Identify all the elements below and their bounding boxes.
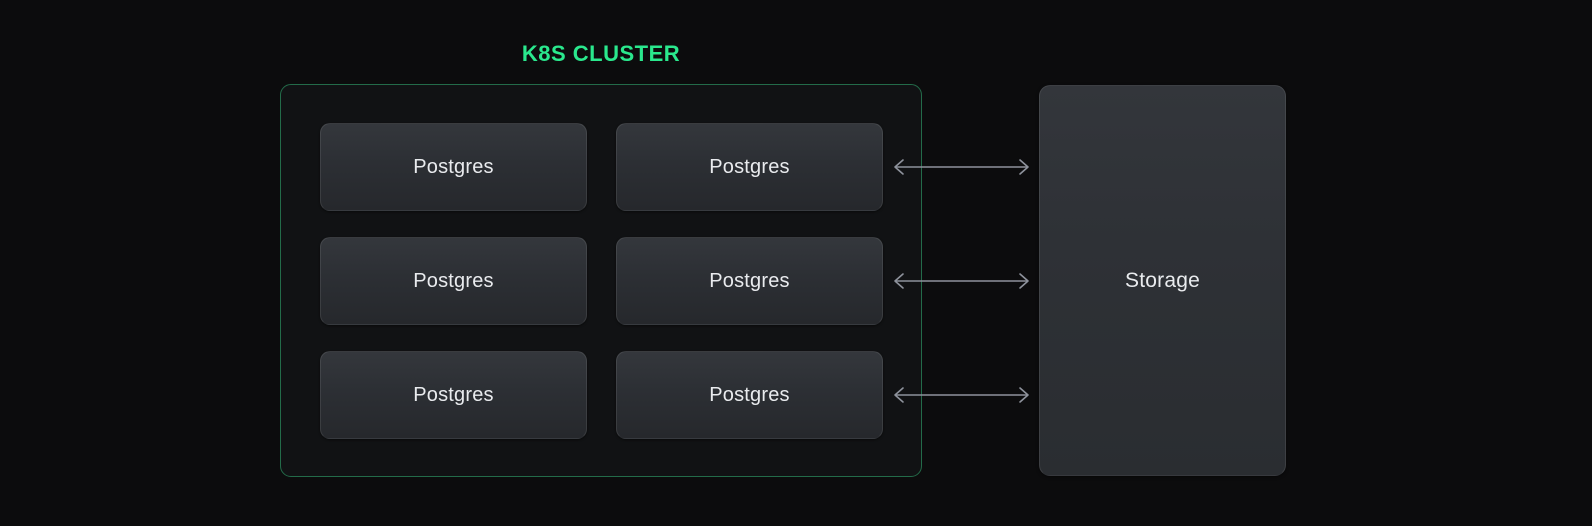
postgres-node[interactable]: Postgres [616, 123, 883, 211]
bidirectional-arrow-icon [889, 155, 1034, 179]
postgres-node[interactable]: Postgres [616, 351, 883, 439]
postgres-node[interactable]: Postgres [320, 237, 587, 325]
cluster-title: K8S CLUSTER [521, 41, 681, 66]
postgres-node-label: Postgres [413, 156, 494, 178]
postgres-node-label: Postgres [413, 270, 494, 292]
bidirectional-arrow-icon [889, 269, 1034, 293]
bidirectional-arrow-icon [889, 383, 1034, 407]
postgres-node-label: Postgres [709, 270, 790, 292]
postgres-node-label: Postgres [413, 384, 494, 406]
postgres-node-label: Postgres [709, 384, 790, 406]
postgres-node[interactable]: Postgres [616, 237, 883, 325]
storage-node[interactable]: Storage [1039, 85, 1286, 476]
postgres-node-grid: Postgres Postgres Postgres Postgres Post… [320, 123, 883, 440]
postgres-node-label: Postgres [709, 156, 790, 178]
postgres-node[interactable]: Postgres [320, 351, 587, 439]
storage-node-label: Storage [1125, 268, 1200, 292]
postgres-node[interactable]: Postgres [320, 123, 587, 211]
